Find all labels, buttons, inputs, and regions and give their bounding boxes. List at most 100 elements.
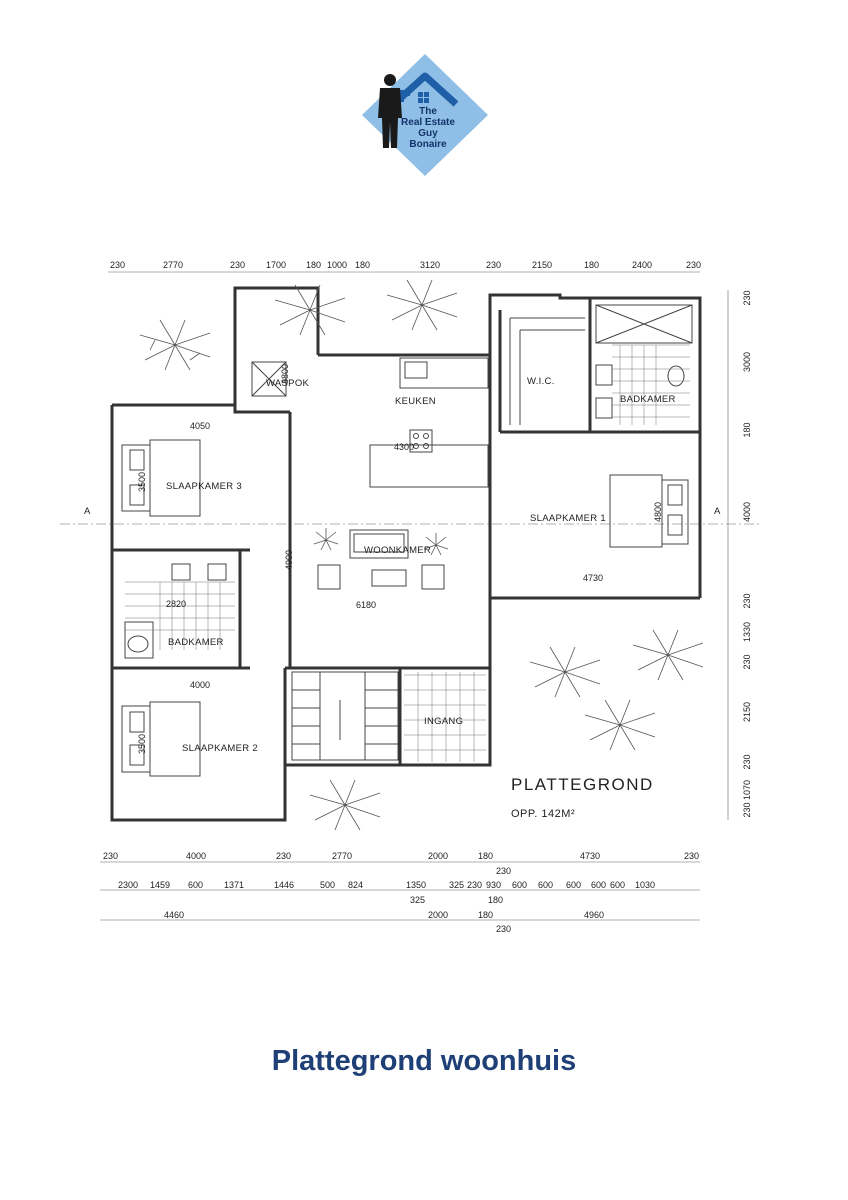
dim-right-10: 230 [742, 802, 752, 817]
room-label-slaapkamer-3: SLAAPKAMER 3 [166, 481, 242, 492]
dim-bottom2-13: 600 [566, 880, 581, 890]
dim-3500-a: 3500 [137, 472, 147, 492]
dim-right-8: 230 [742, 754, 752, 769]
palm-tree-icon [584, 699, 656, 751]
walls [110, 286, 702, 822]
dim-2820: 2820 [166, 599, 186, 609]
top-dimensions: 230 2770 230 1700 180 1000 180 3120 230 2150 180 24… [110, 260, 701, 270]
dim-bottom1-3: 2770 [332, 851, 352, 861]
dim-bottom3-3: 4960 [584, 910, 604, 920]
dim-bottom-230a: 230 [496, 866, 511, 876]
page-caption: Plattegrond woonhuis [271, 1045, 577, 1077]
dim-bottom2-14: 600 [591, 880, 606, 890]
dim-3500-b: 3500 [137, 734, 147, 754]
dim-3800: 3800 [280, 364, 290, 384]
dim-top-2: 230 [230, 260, 245, 270]
dim-top-5: 1000 [327, 260, 347, 270]
dim-bottom2-7: 1350 [406, 880, 426, 890]
dim-bottom1-6: 4730 [580, 851, 600, 861]
room-label-badkamer-left: BADKAMER [168, 637, 224, 648]
palm-tree-icon [274, 284, 346, 336]
dim-bottom3-0: 4460 [164, 910, 184, 920]
dim-bottom2-2: 600 [188, 880, 203, 890]
room-label-slaapkamer-1: SLAAPKAMER 1 [530, 513, 606, 524]
dim-top-4: 180 [306, 260, 321, 270]
logo-line-3: Guy [418, 128, 438, 139]
dim-right-4: 230 [742, 593, 752, 608]
dim-right-2: 180 [742, 422, 752, 437]
dim-bottom2-10: 930 [486, 880, 501, 890]
dim-bottom1-7: 230 [684, 851, 699, 861]
dim-bottom2-6: 824 [348, 880, 363, 890]
dim-top-0: 230 [110, 260, 125, 270]
dim-bottom2b-0: 325 [410, 895, 425, 905]
tile-grids [125, 344, 690, 762]
plant-icon [313, 528, 339, 551]
dim-top-11: 2400 [632, 260, 652, 270]
dim-bottom2-8: 325 [449, 880, 464, 890]
dim-bottom1-2: 230 [276, 851, 291, 861]
plan-title: PLATTEGROND [511, 775, 654, 794]
dim-top-12: 230 [686, 260, 701, 270]
dim-4900: 4900 [284, 550, 294, 570]
room-label-ingang: INGANG [424, 716, 463, 727]
room-label-wic: W.I.C. [527, 376, 555, 387]
logo-line-2: Real Estate [401, 117, 455, 128]
room-label-badkamer-top: BADKAMER [620, 394, 676, 405]
dim-bottom2-4: 1446 [274, 880, 294, 890]
house-roof-icon [391, 72, 459, 107]
logo-line-1: The [419, 106, 437, 117]
dim-top-6: 180 [355, 260, 370, 270]
dim-bottom3-1: 2000 [428, 910, 448, 920]
plan-area: OPP. 142M² [511, 808, 575, 820]
dim-4000: 4000 [190, 680, 210, 690]
dim-bottom3-2: 180 [478, 910, 493, 920]
dim-right-9: 1070 [742, 780, 752, 800]
palm-tree-icon [529, 646, 601, 698]
dim-bottom2-15: 600 [610, 880, 625, 890]
room-label-slaapkamer-2: SLAAPKAMER 2 [182, 743, 258, 754]
palm-tree-icon [139, 319, 211, 371]
dim-bottom1-5: 180 [478, 851, 493, 861]
real-estate-guy-logo: The Real Estate Guy Bonaire [362, 54, 488, 176]
dim-4730: 4730 [583, 573, 603, 583]
dim-bottom2-1: 1459 [150, 880, 170, 890]
palm-trees [139, 279, 704, 831]
fixtures [121, 304, 693, 777]
dim-6180: 6180 [356, 600, 376, 610]
room-label-keuken: KEUKEN [395, 396, 436, 407]
dim-right-6: 230 [742, 654, 752, 669]
dim-top-1: 2770 [163, 260, 183, 270]
dimension-lines [60, 271, 760, 921]
palm-tree-icon [309, 779, 381, 831]
dim-bottom2b-1: 180 [488, 895, 503, 905]
dim-top-7: 3120 [420, 260, 440, 270]
man-silhouette-icon [378, 74, 402, 148]
dim-top-3: 1700 [266, 260, 286, 270]
dim-bottom2-9: 230 [467, 880, 482, 890]
logo-line-4: Bonaire [409, 139, 447, 150]
dim-bottom-230b: 230 [496, 924, 511, 934]
dim-right-0: 230 [742, 290, 752, 305]
dim-bottom2-16: 1030 [635, 880, 655, 890]
dim-bottom2-12: 600 [538, 880, 553, 890]
dim-top-8: 230 [486, 260, 501, 270]
dim-right-3: 4000 [742, 502, 752, 522]
dim-right-5: 1330 [742, 622, 752, 642]
dim-bottom1-4: 2000 [428, 851, 448, 861]
section-mark-left: A [84, 506, 91, 517]
dim-bottom2-3: 1371 [224, 880, 244, 890]
dim-top-10: 180 [584, 260, 599, 270]
dim-4300: 4300 [394, 442, 414, 452]
dim-bottom2-0: 2300 [118, 880, 138, 890]
palm-tree-icon [632, 629, 704, 681]
palm-tree-icon [386, 279, 458, 331]
room-label-waspok: WASPOK [266, 378, 310, 389]
dim-top-9: 2150 [532, 260, 552, 270]
plant-icon [423, 533, 449, 556]
dim-bottom2-5: 500 [320, 880, 335, 890]
dim-right-1: 3000 [742, 352, 752, 372]
dim-bottom1-0: 230 [103, 851, 118, 861]
